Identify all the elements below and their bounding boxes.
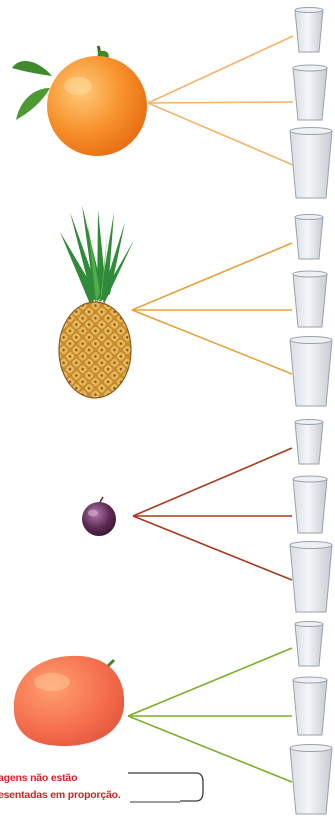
- small-cup-icon: [295, 622, 323, 667]
- small-cup-icon: [295, 420, 323, 465]
- orange-icon: [12, 46, 147, 156]
- medium-cup-icon: [293, 271, 327, 327]
- orange-lines: [148, 36, 293, 165]
- small-cup-icon: [295, 8, 323, 53]
- medium-cup-icon: [293, 476, 327, 533]
- proportion-note-line2: esentadas em proporção.: [0, 789, 121, 801]
- proportion-note: agens não estão esentadas em proporção.: [0, 766, 205, 816]
- large-cup-icon: [290, 542, 332, 613]
- proportion-note-line1: agens não estão: [0, 772, 77, 784]
- cups: [290, 8, 332, 815]
- plum-lines: [133, 448, 292, 580]
- mango-lines: [128, 648, 292, 782]
- medium-cup-icon: [293, 65, 327, 120]
- large-cup-icon: [290, 745, 332, 815]
- large-cup-icon: [290, 337, 332, 407]
- pineapple-icon: [59, 205, 134, 398]
- large-cup-icon: [290, 128, 332, 199]
- mango-icon: [14, 656, 124, 746]
- medium-cup-icon: [293, 677, 327, 735]
- pineapple-lines: [132, 243, 292, 374]
- plum-icon: [82, 497, 116, 536]
- small-cup-icon: [295, 215, 323, 260]
